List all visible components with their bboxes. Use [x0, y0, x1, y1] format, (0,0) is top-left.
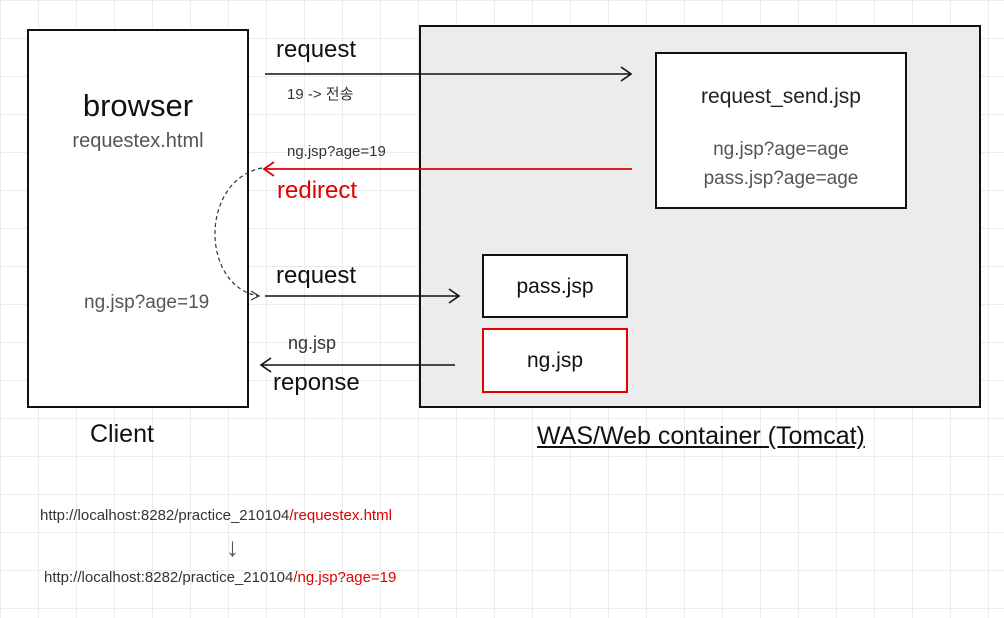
response-label: reponse [273, 369, 360, 396]
redirect-arrow [262, 161, 632, 177]
browser-box [27, 29, 249, 408]
ng-jsp-box [482, 328, 628, 393]
request-arrow-2 [265, 288, 461, 304]
request-send-box [655, 52, 907, 209]
client-caption: Client [90, 420, 154, 448]
request-arrow-1 [265, 66, 633, 82]
url-before-path: /requestex.html [289, 507, 392, 524]
request-send-line2: pass.jsp?age=age [703, 168, 859, 189]
request-sub-1: 19 -> 전송 [287, 86, 354, 103]
container-caption: WAS/Web container (Tomcat) [537, 422, 865, 450]
pass-jsp-box [482, 254, 628, 318]
request-label-1: request [276, 36, 357, 63]
browser-url-text: ng.jsp?age=19 [84, 292, 210, 313]
redirect-curve-arrow [214, 167, 263, 301]
url-after: http://localhost:8282/practice_210104/ng… [44, 570, 396, 585]
response-sub: ng.jsp [288, 333, 337, 353]
redirect-sub: ng.jsp?age=19 [287, 143, 386, 160]
ng-jsp-title: ng.jsp [526, 349, 584, 372]
url-after-prefix: http://localhost:8282/practice_210104 [44, 569, 294, 586]
request-send-title: request_send.jsp [701, 85, 861, 108]
url-down-arrow-icon: ↓ [226, 532, 239, 562]
request-send-line1: ng.jsp?age=age [713, 139, 849, 160]
url-before: http://localhost:8282/practice_210104/re… [40, 508, 392, 523]
url-after-path: /ng.jsp?age=19 [293, 569, 397, 586]
browser-file: requestex.html [72, 130, 204, 152]
browser-title: browser [82, 88, 194, 123]
pass-jsp-title: pass.jsp [516, 275, 594, 298]
response-arrow [259, 357, 455, 373]
redirect-label: redirect [277, 177, 358, 204]
url-before-prefix: http://localhost:8282/practice_210104 [40, 507, 290, 524]
request-label-2: request [276, 262, 357, 289]
